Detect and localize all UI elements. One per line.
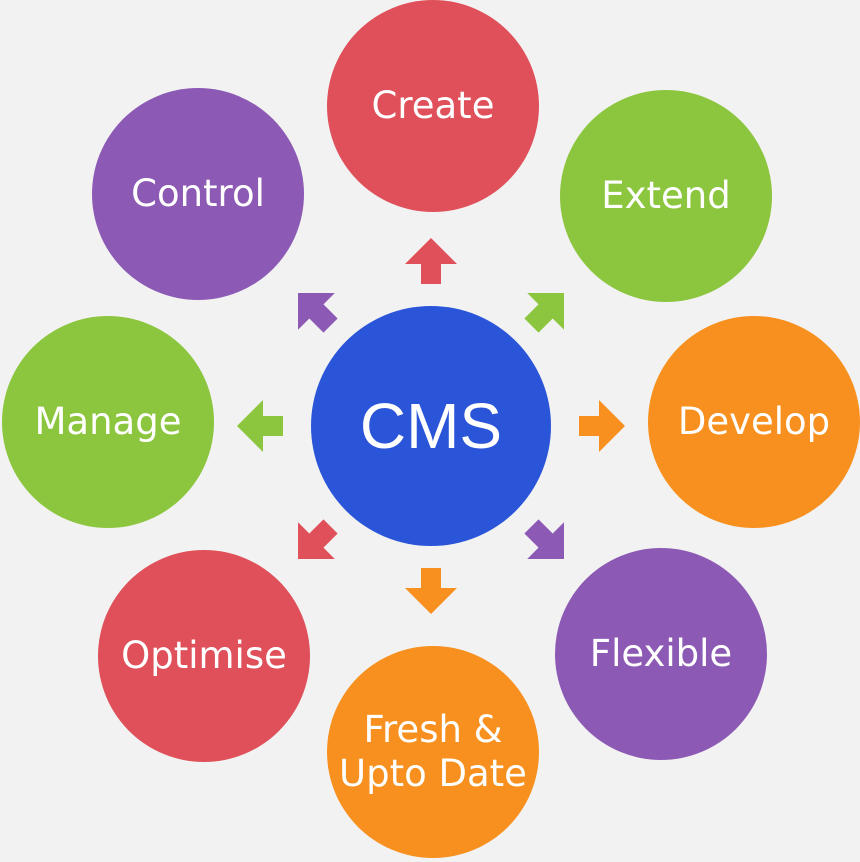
arrow-up-left-icon [298, 293, 338, 333]
circle-control: Control [92, 88, 304, 300]
circle-fresh-upto-date: Fresh & Upto Date [327, 646, 539, 858]
arrow-left-icon [237, 400, 283, 452]
arrow-down-left-icon [298, 519, 338, 559]
circle-optimise: Optimise [98, 550, 310, 762]
arrow-down-icon [405, 568, 457, 614]
arrow-up-right-icon [524, 293, 564, 333]
center-label: CMS [359, 389, 503, 462]
circle-optimise-label: Optimise [121, 633, 287, 677]
arrow-up-icon [405, 238, 457, 284]
circle-manage: Manage [2, 316, 214, 528]
arrow-right-icon [579, 400, 625, 452]
arrow-down-right-icon [524, 519, 564, 559]
circle-develop: Develop [648, 316, 860, 528]
circle-extend-label: Extend [601, 173, 731, 217]
circle-manage-label: Manage [34, 399, 182, 443]
circle-flexible-label: Flexible [589, 631, 733, 675]
circle-control-label: Control [131, 171, 265, 215]
center-circle-cms: CMS [311, 306, 551, 546]
circle-fresh-label: Fresh & Upto Date [339, 707, 527, 795]
circle-develop-label: Develop [677, 399, 831, 443]
circle-create-label: Create [371, 83, 495, 127]
circle-flexible: Flexible [555, 548, 767, 760]
circle-extend: Extend [560, 90, 772, 302]
circle-create: Create [327, 0, 539, 212]
